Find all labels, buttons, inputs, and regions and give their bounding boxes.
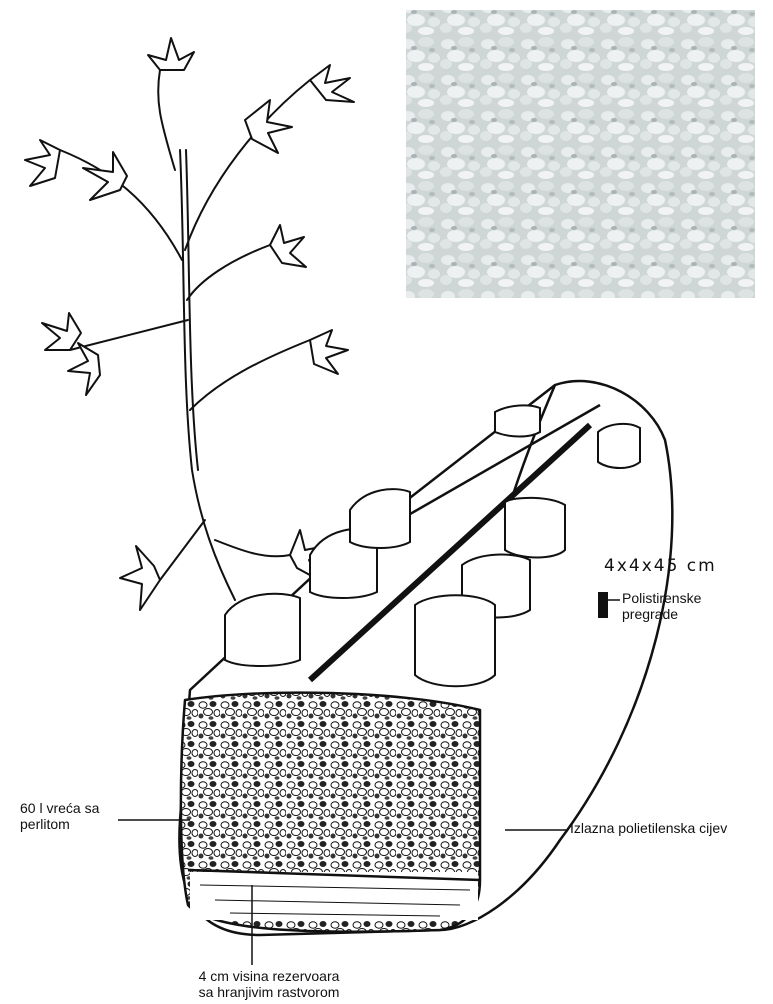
partitions-label: Polistirenske pregrade: [622, 590, 701, 622]
tomato-plant: [25, 38, 354, 610]
outlet-pipe-label: Izlazna polietilenska cijev: [570, 820, 727, 836]
dimensions-label: 4x4x45 cm: [604, 558, 717, 574]
reservoir-label: 4 cm visina rezervoara sa hranjivim rast…: [180, 968, 358, 1000]
bag-label-line1: 60 l vreća sa: [20, 800, 99, 816]
perlite-photo: [406, 10, 755, 298]
partition-block: [598, 592, 608, 618]
reservoir-label-line2: sa hranjivim rastvorom: [180, 984, 358, 1000]
bag-label: 60 l vreća sa perlitom: [20, 800, 99, 832]
reservoir-label-line1: 4 cm visina rezervoara: [180, 968, 358, 984]
partitions-label-line1: Polistirenske: [622, 590, 701, 606]
bag-label-line2: perlitom: [20, 816, 99, 832]
partitions-label-line2: pregrade: [622, 606, 701, 622]
